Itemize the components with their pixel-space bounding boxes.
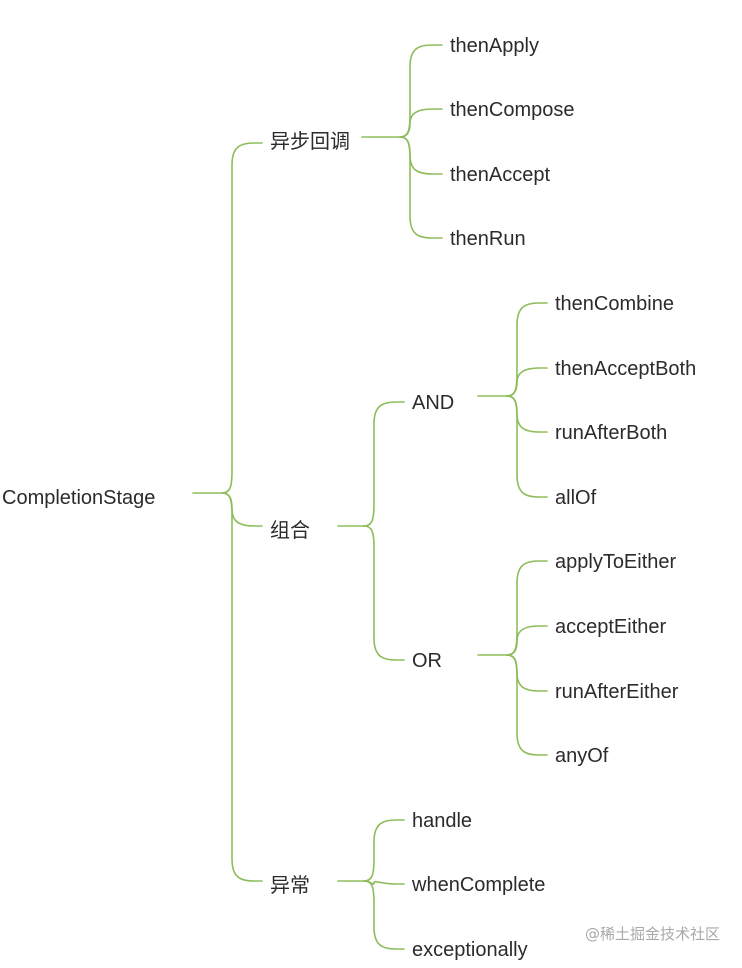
exception-connector-branch-0 — [363, 819, 405, 882]
and-connector-branch-0 — [506, 302, 548, 397]
leaf-apply-to-either: applyToEither — [555, 551, 677, 573]
leaf-handle: handle — [412, 810, 473, 832]
leaf-exceptionally: exceptionally — [412, 939, 528, 961]
leaf-when-complete: whenComplete — [412, 874, 546, 896]
async-connector-branch-3 — [399, 136, 443, 239]
and-connector-branch-2 — [506, 395, 548, 433]
watermark: @稀土掘金技术社区 — [584, 925, 720, 943]
or-connector-branch-1 — [506, 625, 548, 656]
root-connector-branch-1 — [221, 492, 263, 527]
leaf-then-apply: thenApply — [450, 35, 539, 57]
async-connector-branch-0 — [399, 44, 443, 138]
root-connector-branch-0 — [221, 142, 263, 494]
leaf-accept-either: acceptEither — [555, 616, 667, 638]
combine-connector-branch-1 — [363, 525, 405, 661]
root-connector-branch-2 — [221, 492, 263, 882]
leaf-run-after-both: runAfterBoth — [555, 422, 668, 444]
and-connector-branch-3 — [506, 395, 548, 498]
group-combine: 组合 — [270, 520, 310, 542]
async-connector-branch-1 — [399, 108, 443, 138]
leaf-then-run: thenRun — [450, 228, 526, 250]
async-connector-branch-2 — [399, 136, 443, 175]
leaf-then-accept-both: thenAcceptBoth — [555, 358, 697, 380]
or-connector-branch-3 — [506, 654, 548, 756]
leaf-then-compose: thenCompose — [450, 99, 575, 121]
root-node: CompletionStage — [2, 487, 156, 509]
leaf-any-of: anyOf — [555, 745, 609, 767]
and-connector-branch-1 — [506, 367, 548, 397]
or-connector-branch-2 — [506, 654, 548, 692]
exception-connector-branch-2 — [363, 880, 405, 950]
subgroup-or: OR — [412, 650, 442, 672]
leaf-then-accept: thenAccept — [450, 164, 551, 186]
leaf-then-combine: thenCombine — [555, 293, 674, 315]
or-connector-branch-0 — [506, 560, 548, 656]
subgroup-and: AND — [412, 392, 455, 414]
leaf-run-after-either: runAfterEither — [555, 681, 679, 703]
leaf-all-of: allOf — [555, 487, 597, 509]
group-exception: 异常 — [270, 875, 310, 897]
group-async-callback: 异步回调 — [270, 131, 350, 153]
combine-connector-branch-0 — [363, 401, 405, 527]
